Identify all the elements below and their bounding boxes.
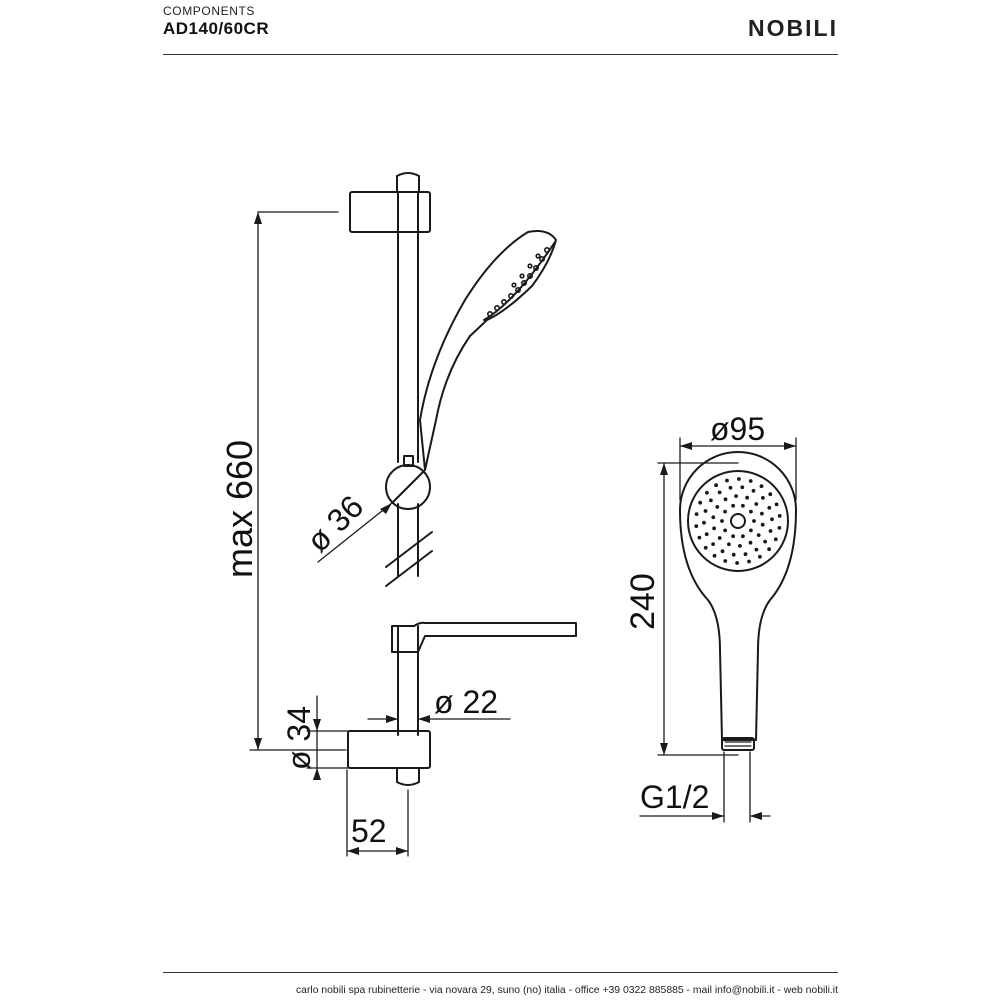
nozzle-dot [727,542,731,547]
nozzle-dot [751,488,756,493]
nozzle-dot [748,540,753,545]
nozzle-pattern [694,477,782,565]
handshower-side-view [419,230,557,471]
dim-line-connection [639,751,771,823]
dim-text-bar-diameter: ø 22 [434,684,498,720]
nozzle-dot [711,542,715,546]
nozzle-dot [715,505,720,509]
dim-text-bracket-diameter: ø 34 [281,706,317,770]
nozzle-dot [703,545,708,550]
nozzle-dot [720,549,725,554]
nozzle-dot [717,536,722,540]
nozzle-dot [763,539,767,544]
product-code: AD140/60CR [163,19,270,38]
nozzle-dot [735,561,739,565]
footer-divider [163,972,838,973]
nozzle-dot [723,559,728,563]
nozzle-dot [740,485,745,490]
nozzle-dot [725,478,729,483]
nozzle-dot [760,511,764,516]
nozzle-dot [694,524,699,528]
nozzle-dot [768,492,773,497]
nozzle-dot [694,512,699,516]
nozzle-dot [747,559,751,564]
nozzle-dot [731,503,735,508]
nozzle-dot [731,534,735,539]
bottom-wall-bracket [347,730,431,786]
nozzle-dot [720,519,724,523]
dim-line-head-diameter [679,437,797,501]
slide-bar [397,231,419,736]
brand-logo: NOBILI [748,15,838,41]
dim-line-handshower-length [657,462,739,756]
sliding-support [385,455,431,510]
soap-shelf [391,621,577,653]
nozzle-dot [774,502,779,507]
nozzle-dot [723,509,727,514]
footer-contact: carlo nobili spa rubinetterie - via nova… [295,985,838,996]
nozzle-dot [734,494,738,498]
nozzle-dot [703,509,708,513]
dim-line-bracket [306,695,349,771]
dim-text-handshower-length: 240 [624,573,662,630]
nozzle-dot [749,509,753,514]
nozzle-dot [712,553,717,558]
nozzle-dot [754,547,759,552]
nozzle-dot [714,483,718,488]
nozzle-dot [767,547,771,552]
nozzle-dot [761,496,765,500]
nozzle-dot [697,535,702,540]
nozzle-dot [768,529,773,533]
nozzle-dot [704,532,709,537]
section-label: COMPONENTS [163,4,256,18]
nozzle-dot [709,498,713,503]
dim-text-max-height: max 660 [219,440,260,578]
nozzle-dot [698,500,703,505]
dim-leader-support [317,502,393,563]
nozzle-dot [777,514,782,518]
nozzle-dot [745,495,749,500]
header-divider [163,54,838,55]
dim-line-max-height [249,211,347,751]
nozzle-dot [717,490,722,495]
dim-text-support-diameter: ø 36 [299,488,370,559]
nozzle-dot [767,505,772,510]
nozzle-dot [773,537,778,542]
dim-text-connection: G1/2 [640,779,709,815]
nozzle-dot [702,520,706,525]
nozzle-dot [756,533,761,537]
nozzle-dot [723,497,728,502]
dim-text-head-diameter: ø95 [710,411,765,447]
nozzle-dot [752,519,756,523]
top-wall-bracket [349,172,431,233]
nozzle-dot [738,544,742,548]
nozzle-dot [731,552,736,557]
nozzle-dot [777,526,782,530]
bar-break-marks [385,531,433,587]
nozzle-dot [759,484,764,489]
nozzle-dot [741,503,745,508]
dim-text-bracket-width: 52 [351,813,387,849]
nozzle-dot [743,552,748,557]
nozzle-dot [712,526,716,531]
nozzle-dot [741,534,745,539]
nozzle-dot [737,477,741,481]
handshower-front-view [679,451,797,751]
nozzle-dot [758,554,762,559]
nozzle-dot [754,502,759,506]
nozzle-dot [770,517,774,522]
nozzle-dot [749,528,753,533]
nozzle-dot [760,522,765,527]
nozzle-dot [728,485,733,490]
nozzle-dot [711,515,716,520]
nozzle-dot [723,528,727,533]
nozzle-dot [705,490,709,495]
nozzle-dot [748,479,753,483]
